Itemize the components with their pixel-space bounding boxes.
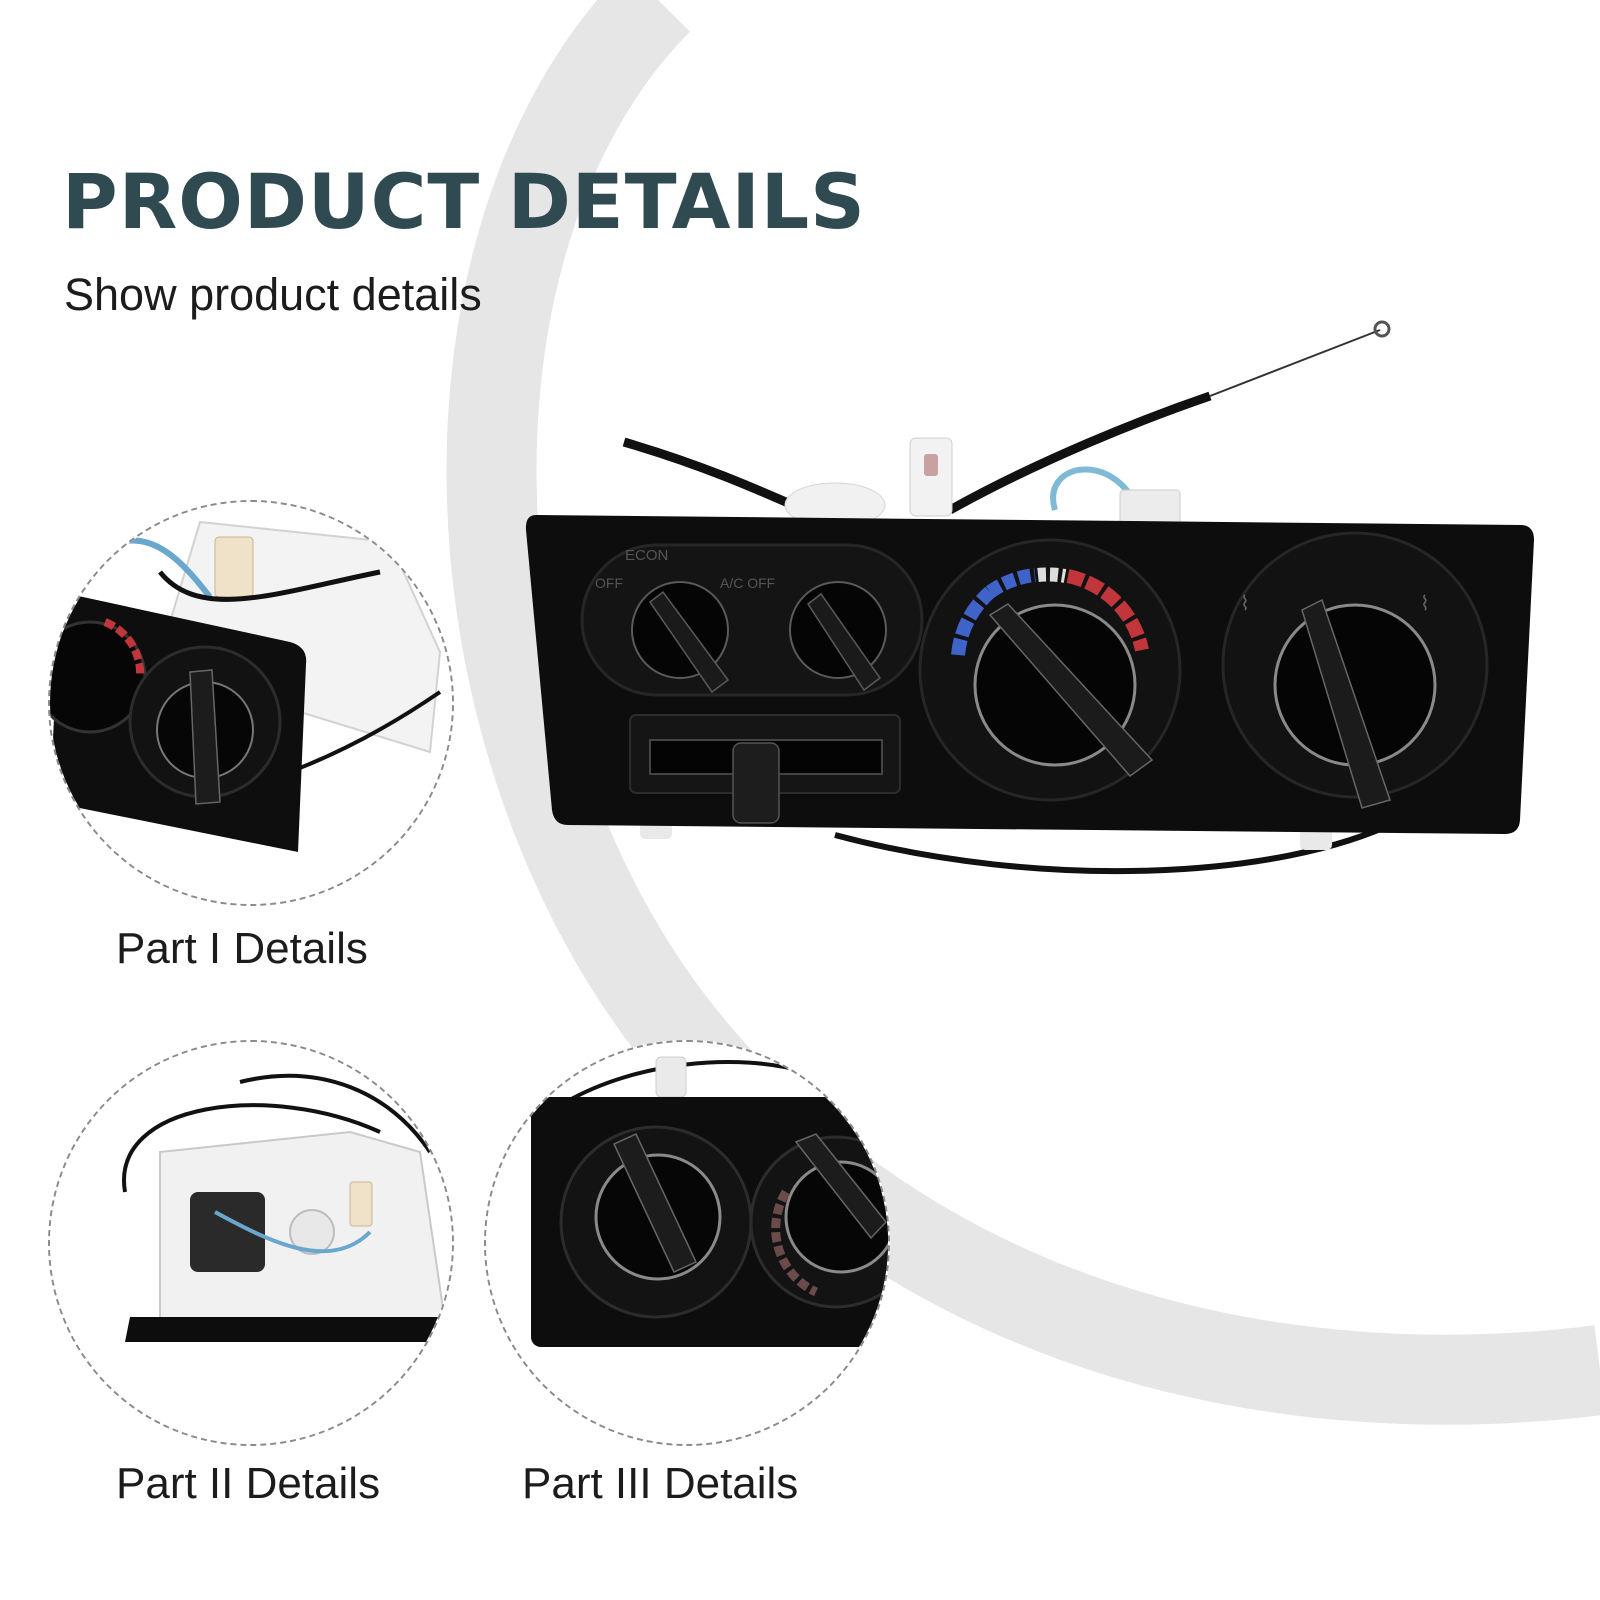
- mode-knob[interactable]: ⌇ ⌇: [1221, 531, 1489, 809]
- recirculation-slider[interactable]: [629, 714, 901, 824]
- part-3-caption: Part III Details: [522, 1459, 799, 1508]
- page-title: PRODUCT DETAILS: [62, 157, 866, 246]
- floor-mode-icon: ⌇: [1420, 591, 1430, 615]
- part-3-image: [486, 1042, 888, 1444]
- product-image: ECON OFF A/C OFF ⌇ ⌇: [525, 320, 1534, 875]
- part-2-image: [50, 1042, 452, 1444]
- detail-circle-part-2: [48, 1040, 454, 1446]
- off-label: OFF: [595, 575, 623, 591]
- part-1-image: [50, 502, 452, 904]
- part-1-caption: Part I Details: [116, 924, 368, 973]
- detail-circle-part-3: [484, 1040, 890, 1446]
- ac-off-label: A/C OFF: [720, 575, 775, 591]
- part-2-caption: Part II Details: [116, 1459, 381, 1508]
- temperature-knob[interactable]: [918, 538, 1182, 802]
- page-subtitle: Show product details: [64, 269, 482, 320]
- vent-mode-icon: ⌇: [1240, 591, 1250, 615]
- detail-circle-part-1: [48, 500, 454, 906]
- ac-knob[interactable]: [789, 581, 887, 692]
- fan-speed-knob[interactable]: [631, 581, 730, 694]
- econ-label: ECON: [625, 547, 668, 564]
